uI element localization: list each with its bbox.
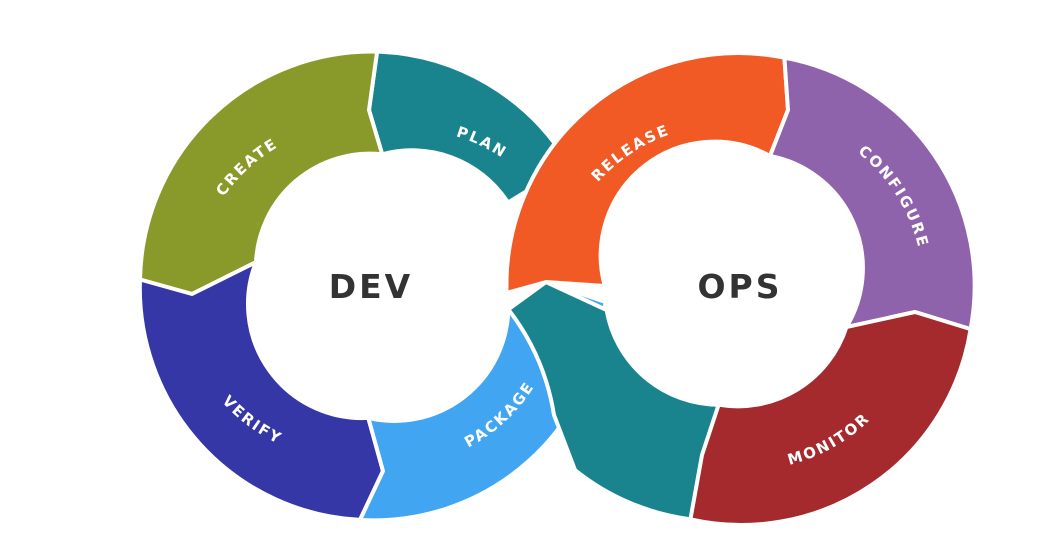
ops-transition-segment [506,280,721,522]
ops-center-circle [627,173,853,399]
ops-title: OPS [697,267,782,306]
dev-center-circle [258,173,484,399]
ops-ring [504,51,977,527]
create-segment[interactable] [138,49,385,296]
dev-title: DEV [329,267,413,306]
monitor-segment[interactable] [688,310,973,527]
